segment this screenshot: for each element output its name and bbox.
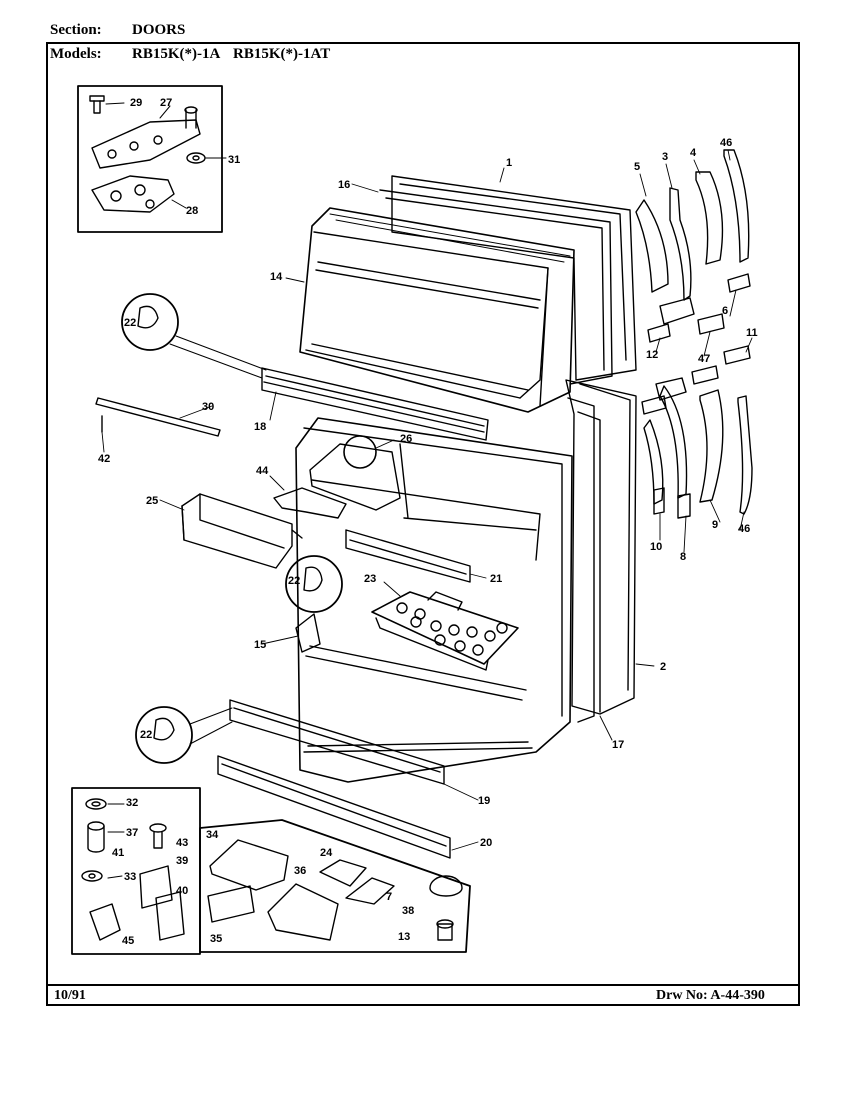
callout-42: 42: [98, 453, 110, 465]
callout-47: 47: [698, 353, 710, 365]
section-value: DOORS: [132, 22, 186, 38]
callout-33: 33: [124, 871, 136, 883]
callout-46-top: 46: [720, 137, 732, 149]
callout-4: 4: [690, 147, 697, 159]
freezer-door-liner: [299, 207, 575, 413]
callout-10: 10: [650, 541, 662, 553]
callout-35: 35: [210, 933, 222, 945]
door-trim-20: [217, 755, 451, 859]
callout-29: 29: [130, 97, 142, 109]
callout-28: 28: [186, 205, 198, 217]
door-shelf-rail-18: [261, 367, 489, 441]
hinge-parts-inset: [199, 819, 471, 953]
fresh-food-door-liner: [295, 417, 573, 783]
model-number-2: RB15K(*)-1AT: [233, 46, 331, 62]
callout-22-bottom: 22: [140, 729, 152, 741]
callout-37: 37: [126, 827, 138, 839]
callout-40: 40: [176, 885, 188, 897]
freezer-door-outer: [379, 175, 637, 385]
callout-11: 11: [746, 327, 758, 339]
callout-16: 16: [338, 179, 350, 191]
callout-23: 23: [364, 573, 376, 585]
detail-bubble-22-middle: [285, 555, 343, 613]
callout-43: 43: [176, 837, 188, 849]
callout-34: 34: [206, 829, 219, 841]
door-shelf-21: [345, 529, 471, 583]
detail-bubble-22-bottom: [135, 706, 233, 764]
handle-parts-lower: [641, 365, 753, 519]
models-label: Models:: [50, 46, 102, 62]
callout-27: 27: [160, 97, 172, 109]
egg-tray-23: [371, 591, 519, 671]
callout-22-middle: 22: [288, 575, 300, 587]
callout-9: 9: [712, 519, 718, 531]
callout-22-top: 22: [124, 317, 136, 329]
top-hinge-inset: [77, 85, 227, 233]
shelf-rod-30: [95, 397, 221, 437]
callout-32: 32: [126, 797, 138, 809]
callout-15: 15: [254, 639, 266, 651]
footer-date: 10/91: [54, 988, 86, 1003]
callout-8: 8: [680, 551, 686, 563]
callout-labels: 1 2 3 4 5 6 7 8 9 10 11 12 13 14 15 16 1…: [98, 97, 758, 947]
callout-24: 24: [320, 847, 333, 859]
callout-41: 41: [112, 847, 124, 859]
callout-44: 44: [256, 465, 269, 477]
callout-5: 5: [634, 161, 640, 173]
callout-45: 45: [122, 935, 134, 947]
callout-39: 39: [176, 855, 188, 867]
callout-20: 20: [480, 837, 492, 849]
detail-bubble-22-top: [121, 293, 267, 379]
footer-divider: [46, 984, 800, 986]
section-label: Section:: [50, 22, 102, 38]
fresh-food-door-outer: [565, 379, 637, 723]
callout-26: 26: [400, 433, 412, 445]
callout-6: 6: [722, 305, 728, 317]
callout-21: 21: [490, 573, 502, 585]
handle-parts-upper: [635, 149, 751, 365]
can-rack-25: [181, 493, 303, 569]
leader-lines: [101, 149, 753, 851]
clip-44: [273, 487, 347, 519]
callout-17: 17: [612, 739, 624, 751]
callout-13: 13: [398, 931, 410, 943]
diagram-frame: [46, 42, 800, 1006]
bracket-15: [295, 613, 321, 653]
model-number-1: RB15K(*)-1A: [132, 46, 221, 62]
callout-19: 19: [478, 795, 490, 807]
callout-14: 14: [270, 271, 283, 283]
callout-31: 31: [228, 154, 240, 166]
drawing-number: Drw No: A-44-390: [656, 988, 765, 1003]
callout-12: 12: [646, 349, 658, 361]
callout-38: 38: [402, 905, 414, 917]
callout-2: 2: [660, 661, 666, 673]
callout-36: 36: [294, 865, 306, 877]
butter-compartment-26: [309, 435, 401, 511]
callout-3: 3: [662, 151, 668, 163]
callout-7: 7: [386, 891, 392, 903]
callout-25: 25: [146, 495, 158, 507]
callout-18: 18: [254, 421, 266, 433]
callout-1: 1: [506, 157, 512, 169]
